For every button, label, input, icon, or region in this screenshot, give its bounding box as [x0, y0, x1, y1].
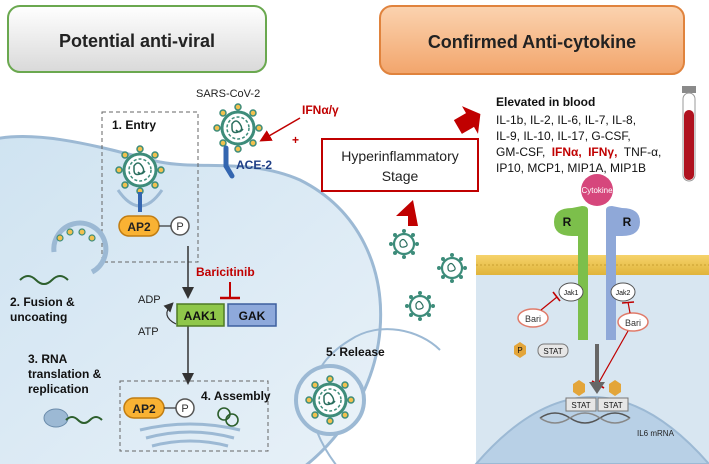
step-fusion-line2: uncoating: [10, 310, 67, 324]
step-rna-line2: translation &: [28, 367, 102, 381]
dna-helix: IL6 mRNA: [539, 412, 675, 438]
baricitinib-label: Baricitinib: [196, 265, 255, 279]
svg-text:AP2: AP2: [127, 220, 151, 234]
aak1-gak-complex: AAK1 GAK: [176, 303, 277, 327]
step-release-label: 5. Release: [326, 345, 385, 359]
step-entry-label: 1. Entry: [112, 118, 156, 132]
stat-dimer-right-label: STAT: [603, 401, 622, 410]
stage-up-arrow: [396, 200, 418, 226]
right-header-title: Confirmed Anti-cytokine: [428, 32, 636, 52]
receptor-left-label: R: [563, 215, 572, 229]
blood-line3-a: GM-CSF,: [496, 145, 545, 159]
left-header: Potential anti-viral: [7, 5, 267, 73]
rna-translation: 3. RNA translation & replication: [28, 352, 103, 428]
ap2-assembly-label: AP2: [132, 402, 156, 416]
blood-ifna: IFNα,: [552, 145, 582, 159]
fusion-vesicle: 2. Fusion & uncoating: [10, 220, 109, 324]
ace2-label: ACE-2: [236, 158, 272, 172]
virus-entering: [114, 144, 166, 212]
blood-line1: IL-1b, IL-2, IL-6, IL-7, IL-8,: [496, 113, 636, 127]
atp-label: ATP: [138, 326, 159, 338]
stage-line2: Stage: [382, 168, 419, 184]
ifn-label: IFNα/γ: [302, 103, 339, 117]
bari-inhibitors: Bari Bari: [517, 291, 649, 389]
blood-line4: IP10, MCP1, MIP1A, MIP1B: [496, 161, 646, 175]
entry-box: 1. Entry: [101, 111, 199, 263]
plus-sign: +: [292, 133, 299, 147]
blood-line3: GM-CSF, IFNα, IFNγ, TNF-α,: [496, 145, 661, 159]
virus-label: SARS-CoV-2: [196, 88, 260, 100]
jak2-label: Jak2: [616, 290, 631, 297]
kinase-pathway: ADP ATP Baricitinib: [138, 246, 255, 385]
step-fusion-line1: 2. Fusion &: [10, 295, 75, 309]
jak1-label: Jak1: [564, 290, 579, 297]
jak-kinases: Jak1 Jak2: [558, 282, 636, 302]
step-rna-line1: 3. RNA: [28, 352, 68, 366]
release-vesicle: 5. Release: [294, 345, 385, 436]
cytokine-receptors: Cytokine R R: [554, 174, 640, 340]
ifn-annotation: IFNα/γ +: [259, 103, 339, 147]
ap2-entry: AP2 P: [118, 215, 190, 237]
cytokine-label: Cytokine: [581, 186, 613, 195]
step-assembly-label: 4. Assembly: [201, 389, 271, 403]
blood-tube-icon: [682, 86, 696, 182]
sars-cov-2-virus: SARS-CoV-2: [196, 88, 264, 154]
elevated-blood-panel: Elevated in blood IL-1b, IL-2, IL-6, IL-…: [496, 95, 661, 175]
stage-line1: Hyperinflammatory: [341, 148, 458, 164]
stat-dimer-left-label: STAT: [571, 401, 590, 410]
stage-to-blood-arrow: [453, 106, 481, 134]
svg-text:P: P: [176, 221, 183, 233]
mrna-label: IL6 mRNA: [637, 429, 675, 438]
adp-label: ADP: [138, 294, 161, 306]
stat-signaling: P STAT STAT STAT: [514, 342, 629, 412]
ace2-receptor: ACE-2: [223, 145, 272, 179]
blood-ifng: IFNγ,: [588, 145, 617, 159]
step-rna-line3: replication: [28, 382, 89, 396]
hyperinflammatory-stage-box: Hyperinflammatory Stage: [321, 138, 479, 192]
aak1-label: AAK1: [184, 309, 217, 323]
released-viruses: [387, 227, 469, 323]
assembly-box: AP2 P 4. Assembly: [119, 380, 271, 452]
blood-line3-b: TNF-α,: [624, 145, 662, 159]
p-assembly-label: P: [181, 403, 188, 415]
receptor-right-label: R: [623, 215, 632, 229]
stat-free-label: STAT: [543, 347, 562, 356]
left-header-title: Potential anti-viral: [59, 31, 215, 51]
gak-label: GAK: [239, 309, 266, 323]
jak-stat-cell: [474, 255, 709, 464]
blood-heading: Elevated in blood: [496, 95, 595, 109]
blood-line2: IL-9, IL-10, IL-17, G-CSF,: [496, 129, 631, 143]
right-header: Confirmed Anti-cytokine: [379, 5, 685, 75]
bari-right-label: Bari: [625, 318, 641, 328]
bari-left-label: Bari: [525, 314, 541, 324]
p-small-label: P: [517, 346, 522, 355]
